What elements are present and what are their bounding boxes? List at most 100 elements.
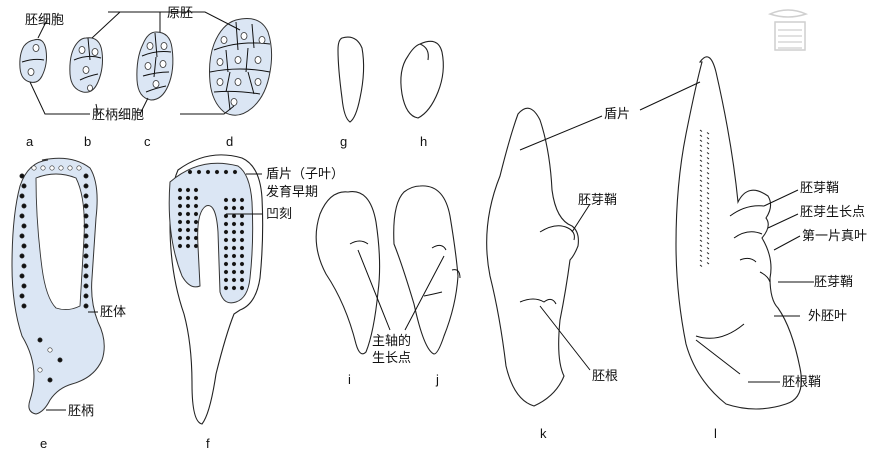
vascular-dot — [699, 209, 703, 212]
vascular-dot — [706, 232, 710, 235]
vascular-dot — [699, 179, 703, 182]
cell-nucleus — [58, 165, 64, 171]
cell-nucleus — [21, 303, 27, 309]
stage-i-embryo — [315, 191, 381, 355]
vascular-dot — [699, 259, 703, 262]
vascular-dot — [706, 132, 710, 135]
cell-nucleus — [21, 203, 27, 209]
stage-letter-c: c — [144, 134, 151, 149]
cell-nucleus — [19, 213, 25, 219]
vascular-dot — [699, 254, 703, 257]
cell-nucleus — [231, 237, 237, 243]
label-notch: 凹刻 — [266, 207, 292, 222]
vascular-dot — [699, 199, 703, 202]
label-main-axis: 主轴的 — [372, 333, 411, 349]
stage-d-proembryo — [209, 18, 273, 116]
cell-nucleus — [21, 263, 27, 269]
stage-letter-a: a — [26, 134, 34, 149]
cell-nucleus — [185, 227, 191, 233]
vascular-dot — [706, 182, 710, 185]
vascular-dot — [706, 217, 710, 220]
stage-letter-l: l — [714, 426, 717, 441]
cell-nucleus — [47, 347, 53, 353]
label-epiblast: 外胚叶 — [808, 309, 847, 324]
cell-nucleus — [83, 173, 89, 179]
cell-nucleus — [231, 245, 237, 251]
leaders-abcd — [29, 11, 241, 115]
vascular-dot — [706, 142, 710, 145]
cell-nucleus — [83, 223, 89, 229]
cell-nucleus — [239, 237, 245, 243]
cell-nucleus — [83, 253, 89, 259]
cell-nucleus — [21, 283, 27, 289]
cell-nucleus — [187, 169, 193, 175]
cell-nucleus — [19, 293, 25, 299]
stage-letter-d: d — [226, 134, 233, 149]
cell-nucleus — [239, 229, 245, 235]
cell-nucleus — [83, 273, 89, 279]
stage-a-two-cell-proembryo — [19, 39, 47, 83]
cell-nucleus — [177, 203, 183, 209]
cell-nucleus — [239, 221, 245, 227]
cell-nucleus — [231, 277, 237, 283]
cell-nucleus — [185, 187, 191, 193]
cell-nucleus — [83, 193, 89, 199]
cell-nucleus — [239, 205, 245, 211]
stage-letter-e: e — [40, 436, 47, 451]
cell-nucleus — [231, 205, 237, 211]
vascular-dot — [699, 249, 703, 252]
vascular-dot — [706, 192, 710, 195]
cell-nucleus — [223, 277, 229, 283]
label-scutellum: 盾片 — [604, 107, 630, 122]
vascular-dot — [706, 162, 710, 165]
cell-nucleus — [223, 221, 229, 227]
cell-nucleus — [223, 245, 229, 251]
stage-e-cell-nuclei — [19, 165, 89, 383]
cell-nucleus — [37, 337, 43, 343]
label-coleoptile-l2: 胚芽鞘 — [814, 275, 853, 290]
cell-nucleus — [19, 253, 25, 259]
cell-nucleus — [193, 235, 199, 241]
cell-nucleus — [177, 211, 183, 217]
cell-nucleus — [185, 203, 191, 209]
cell-nucleus — [239, 213, 245, 219]
label-coleoptile-l: 胚芽鞘 — [800, 181, 839, 196]
vascular-dot — [706, 167, 710, 170]
cell-nucleus — [21, 243, 27, 249]
vascular-dot — [699, 184, 703, 187]
vascular-dot — [699, 239, 703, 242]
stage-letter-b: b — [84, 134, 91, 149]
vascular-dot — [706, 252, 710, 255]
cell-nucleus — [177, 219, 183, 225]
vascular-dot — [699, 144, 703, 147]
cell-nucleus — [193, 227, 199, 233]
cell-nucleus — [177, 235, 183, 241]
vascular-dot — [699, 204, 703, 207]
leaders-f — [226, 173, 262, 215]
cell-nucleus — [231, 213, 237, 219]
stage-k-embryo — [486, 107, 579, 407]
cell-nucleus — [231, 197, 237, 203]
cell-nucleus — [223, 285, 229, 291]
cell-nucleus — [21, 223, 27, 229]
cell-nucleus — [231, 285, 237, 291]
label-radicle: 胚根 — [592, 369, 618, 384]
cell-nucleus — [47, 377, 53, 383]
vascular-dot — [699, 214, 703, 217]
vascular-dot — [706, 237, 710, 240]
cell-nucleus — [223, 213, 229, 219]
vascular-dot — [699, 234, 703, 237]
vascular-dot — [706, 242, 710, 245]
vascular-dot — [706, 147, 710, 150]
cell-nucleus — [185, 243, 191, 249]
vascular-dot — [699, 149, 703, 152]
cell-nucleus — [193, 243, 199, 249]
cell-nucleus — [223, 261, 229, 267]
cell-nucleus — [185, 195, 191, 201]
vascular-dot — [699, 174, 703, 177]
label-first-true-leaf: 第一片真叶 — [802, 229, 867, 244]
cell-nucleus — [196, 169, 202, 175]
cell-nucleus — [19, 233, 25, 239]
cell-nucleus — [83, 233, 89, 239]
